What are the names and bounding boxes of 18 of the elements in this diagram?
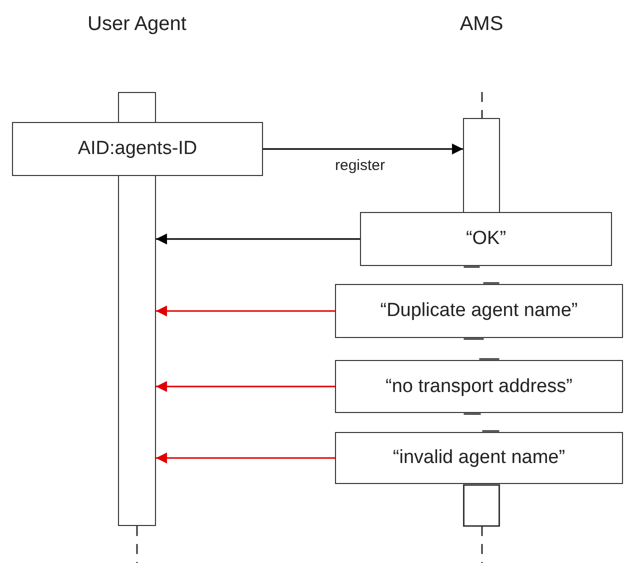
message-box [360, 212, 612, 266]
message-arrow [156, 306, 335, 316]
lifeline-heading: User Agent [86, 13, 188, 36]
message-text: “Duplicate agent name” [380, 300, 578, 322]
message-text: AID:agents-ID [78, 138, 198, 160]
message-box [12, 122, 263, 176]
message-box [335, 360, 623, 413]
message-arrow [263, 144, 463, 154]
message-arrow [156, 452, 335, 464]
message-text: “invalid agent name” [392, 447, 566, 469]
lifeline-heading: AMS [458, 13, 504, 36]
message-arrow [156, 234, 360, 244]
edge-label: register [333, 157, 388, 174]
message-text: “no transport address” [386, 376, 572, 398]
message-box [335, 432, 623, 484]
message-box [335, 284, 623, 338]
message-arrow [156, 381, 335, 392]
message-text: “OK” [466, 228, 506, 250]
